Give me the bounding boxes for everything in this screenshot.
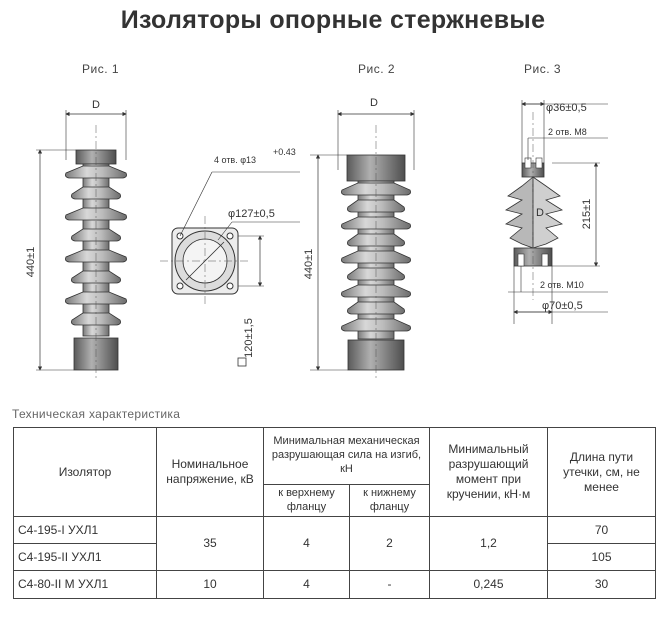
fig2-height-label: 440±1 — [303, 249, 315, 280]
table-row: С4-80-II М УХЛ1 10 4 - 0,245 30 — [13, 570, 656, 599]
header-creepage: Длина пути утечки, см, не менее — [547, 427, 656, 517]
row-creepage: 105 — [547, 543, 656, 571]
figure-3-label: Рис. 3 — [524, 62, 562, 76]
fig3-d-label: D — [536, 207, 544, 219]
row-name: С4-195-I УХЛ1 — [13, 516, 157, 544]
row-creepage: 70 — [547, 516, 656, 544]
flange-top-view — [160, 216, 250, 306]
table-header-row: Изолятор Номинальное напряжение, кВ Мини… — [13, 427, 656, 517]
row-torque: 1,2 — [429, 516, 548, 571]
row-creepage: 30 — [547, 570, 656, 599]
table-subheader-row: к верхнему фланцу к нижнему фланцу — [14, 484, 656, 517]
insulator-fig1 — [65, 125, 127, 380]
top-view-dimensions: 4 отв. φ13 +0.43 φ127±0,5 120±1,5 — [179, 147, 300, 367]
row-voltage: 35 — [156, 516, 264, 571]
row-mech-lower: 2 — [349, 516, 430, 571]
fig2-dimensions: D 440±1 — [303, 97, 415, 371]
insulator-shed — [71, 228, 121, 242]
top-view-height-label: 120±1,5 — [243, 318, 255, 358]
fig2-d-label: D — [370, 97, 378, 109]
row-mech-upper: 4 — [263, 516, 350, 571]
fig3-dimensions: φ36±0,5 2 отв. M8 D 215±1 2 отв. M10 φ70… — [508, 100, 608, 324]
row-voltage: 10 — [156, 570, 264, 599]
row-mech-lower: - — [349, 570, 430, 599]
fig1-d-label: D — [92, 99, 100, 111]
header-voltage: Номинальное напряжение, кВ — [156, 427, 264, 517]
insulator-fig2 — [341, 125, 411, 380]
fig1-dimensions: D 440±1 — [25, 99, 127, 371]
fig3-top-holes-label: 2 отв. M8 — [548, 127, 587, 137]
fig3-height-label: 215±1 — [581, 199, 593, 230]
row-name: С4-195-II УХЛ1 — [13, 543, 157, 571]
spec-table: Изолятор Номинальное напряжение, кВ Мини… — [13, 427, 656, 599]
top-view-diameter-label: φ127±0,5 — [228, 208, 275, 220]
header-torque: Минимальный разрушающий момент при круче… — [429, 427, 548, 517]
figure-1-label: Рис. 1 — [82, 62, 120, 76]
fig3-bottom-holes-label: 2 отв. M10 — [540, 280, 584, 290]
header-mech-upper: к верхнему фланцу — [263, 484, 350, 517]
fig3-bottom-diameter-label: φ70±0,5 — [542, 300, 583, 312]
insulator-shed — [65, 207, 127, 221]
row-mech-upper: 4 — [263, 570, 350, 599]
top-view-holes-label: 4 отв. φ13 — [214, 155, 256, 165]
header-insulator: Изолятор — [13, 427, 157, 517]
header-mech-lower: к нижнему фланцу — [349, 484, 430, 517]
page-title: Изоляторы опорные стержневые — [120, 6, 546, 34]
header-mech: Минимальная механическая разрушающая сил… — [263, 427, 430, 485]
table-caption: Техническая характеристика — [12, 407, 181, 421]
fig3-top-diameter-label: φ36±0,5 — [546, 102, 587, 114]
table-row: С4-195-I УХЛ1 35 4 2 1,2 70 — [13, 516, 656, 571]
figure-2-label: Рис. 2 — [358, 62, 396, 76]
fig1-height-label: 440±1 — [25, 247, 37, 278]
row-name: С4-80-II М УХЛ1 — [13, 570, 157, 599]
insulator-shed — [65, 165, 127, 179]
top-view-holes-tolerance: +0.43 — [273, 147, 296, 157]
row-torque: 0,245 — [429, 570, 548, 599]
technical-drawings: D 440±1 4 отв. φ13 +0.43 φ127±0,5 120±1,… — [25, 97, 608, 380]
table-row: С4-195-II УХЛ1 105 — [13, 543, 656, 571]
insulator-fig3 — [504, 112, 564, 300]
